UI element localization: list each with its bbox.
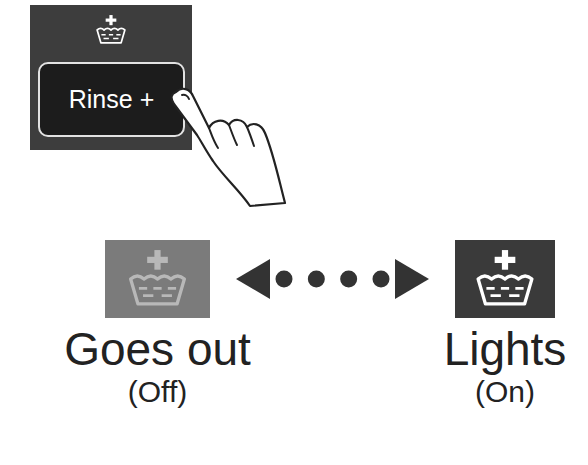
hand-outline: [172, 89, 285, 206]
indicator-icon: Lights(On): [455, 240, 555, 318]
arrow-dots: [284, 271, 382, 288]
rinse-icon: [105, 240, 210, 318]
arrow-heads: [236, 279, 429, 280]
state-caption: Lights(On): [444, 324, 567, 410]
state-sublabel: (On): [444, 374, 567, 410]
button-label: Rinse +: [69, 85, 154, 114]
state-caption: Goes out(Off): [64, 324, 251, 410]
state-label: Goes out: [64, 324, 251, 374]
hand-knuckles: [182, 95, 254, 148]
rinse-icon: [455, 240, 555, 318]
state-label: Lights: [444, 324, 567, 374]
rinse-icon: [97, 15, 125, 43]
state-sublabel: (Off): [64, 374, 251, 410]
button-box: Rinse +: [38, 62, 185, 137]
toggle-arrow: [236, 279, 429, 280]
control-panel: [30, 5, 192, 150]
indicator-icon: Goes out(Off): [105, 240, 210, 318]
